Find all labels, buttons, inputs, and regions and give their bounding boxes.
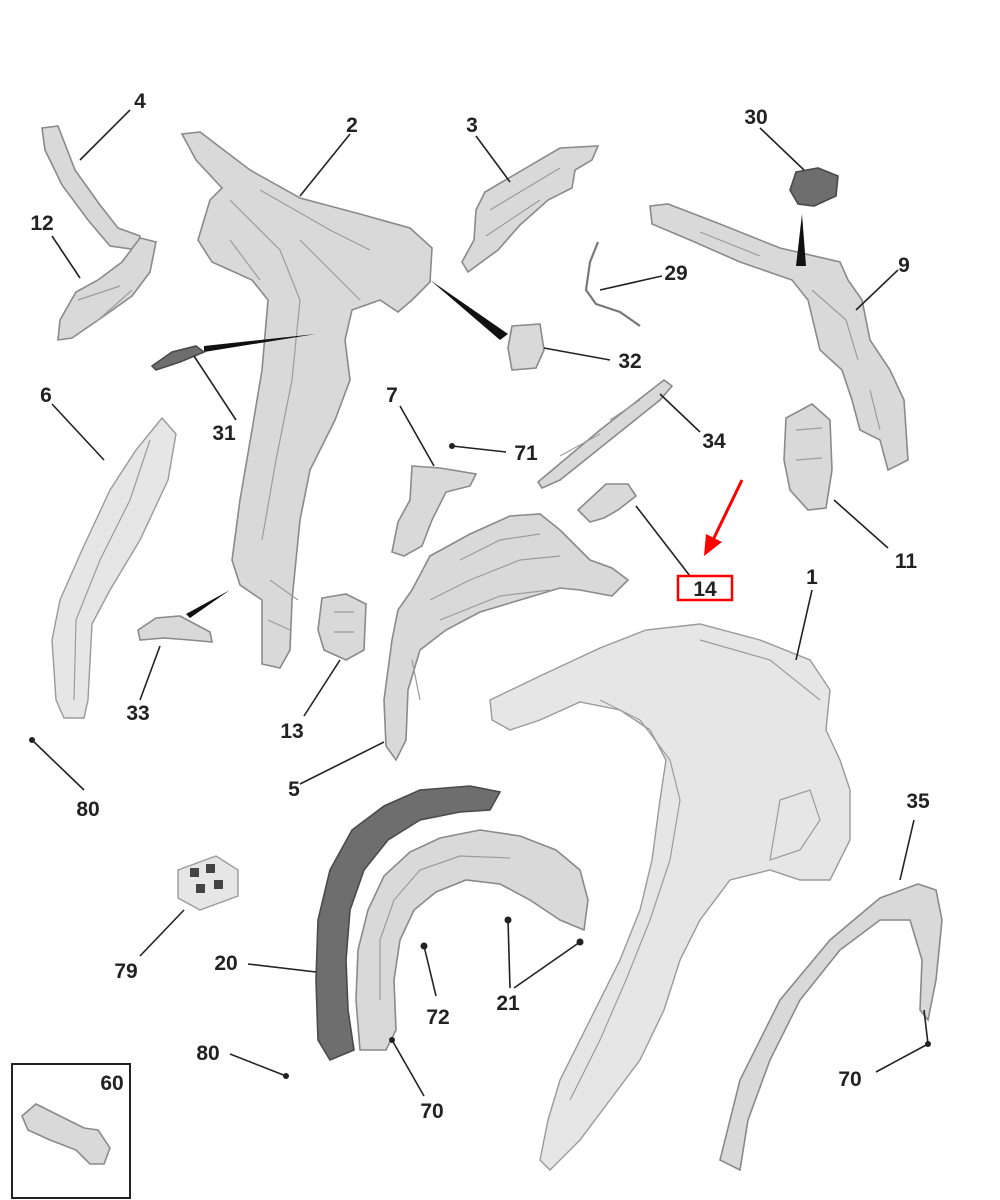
leader-lines [31, 109, 929, 1097]
callout-14: 14 [693, 578, 717, 601]
part-3 [461, 145, 600, 274]
highlight-box [676, 574, 734, 602]
part-1 [489, 623, 851, 1171]
part-2 [180, 131, 433, 669]
callout-29: 29 [664, 262, 687, 285]
callout-20: 20 [214, 952, 237, 975]
part-20 [315, 785, 502, 1062]
callout-60: 60 [100, 1072, 123, 1095]
callout-7: 7 [386, 384, 398, 407]
callout-6: 6 [40, 384, 52, 407]
part-60 [21, 1103, 111, 1165]
callout-21: 21 [496, 992, 520, 1015]
pointer-wedge-b [204, 334, 316, 352]
callout-2: 2 [346, 114, 358, 137]
callout-35: 35 [906, 790, 930, 813]
callout-71: 71 [514, 442, 538, 465]
callout-70-lower: 70 [420, 1100, 443, 1123]
part-20-inner [355, 829, 589, 1051]
callout-80-upper: 80 [76, 798, 99, 821]
part-32 [507, 323, 545, 371]
part-13 [317, 593, 367, 661]
part-34 [536, 378, 674, 490]
clip-79c [196, 884, 205, 893]
callout-31: 31 [212, 422, 236, 445]
callout-79: 79 [114, 960, 137, 983]
callout-80-lower: 80 [196, 1042, 219, 1065]
callout-72: 72 [426, 1006, 449, 1029]
part-30 [789, 167, 839, 207]
part-7 [391, 465, 478, 557]
clip-79b [206, 864, 215, 873]
pointer-wedge-c [186, 590, 230, 618]
callout-4: 4 [134, 90, 146, 113]
part-31 [150, 345, 206, 371]
part-6 [51, 416, 177, 719]
part-12 [57, 237, 157, 341]
callout-32: 32 [618, 350, 641, 373]
highlight-arrow [704, 479, 744, 556]
part-29 [584, 241, 641, 327]
part-33 [137, 615, 213, 643]
callout-13: 13 [280, 720, 303, 743]
callout-labels: 4 2 3 30 12 29 9 32 6 7 31 34 71 11 1 14… [30, 90, 930, 1123]
callout-33: 33 [126, 702, 149, 725]
part-4 [41, 125, 141, 251]
callout-5: 5 [288, 778, 300, 801]
part-9 [649, 203, 909, 472]
part-35 [719, 883, 943, 1172]
pointer-wedge-d [796, 214, 806, 266]
callout-12: 12 [30, 212, 53, 235]
part-11 [783, 403, 833, 511]
fastener-pins [29, 443, 931, 1079]
pointer-wedge-a [430, 280, 508, 340]
callout-11: 11 [895, 550, 918, 573]
callout-34: 34 [702, 430, 726, 453]
clip-79d [214, 880, 223, 889]
part-5 [383, 513, 630, 762]
clip-79a [190, 868, 199, 877]
callout-9: 9 [898, 254, 910, 277]
part-14 [576, 483, 638, 523]
callout-70-right: 70 [838, 1068, 861, 1091]
callout-30: 30 [744, 106, 767, 129]
callout-3: 3 [466, 114, 478, 137]
callout-1: 1 [806, 566, 818, 589]
